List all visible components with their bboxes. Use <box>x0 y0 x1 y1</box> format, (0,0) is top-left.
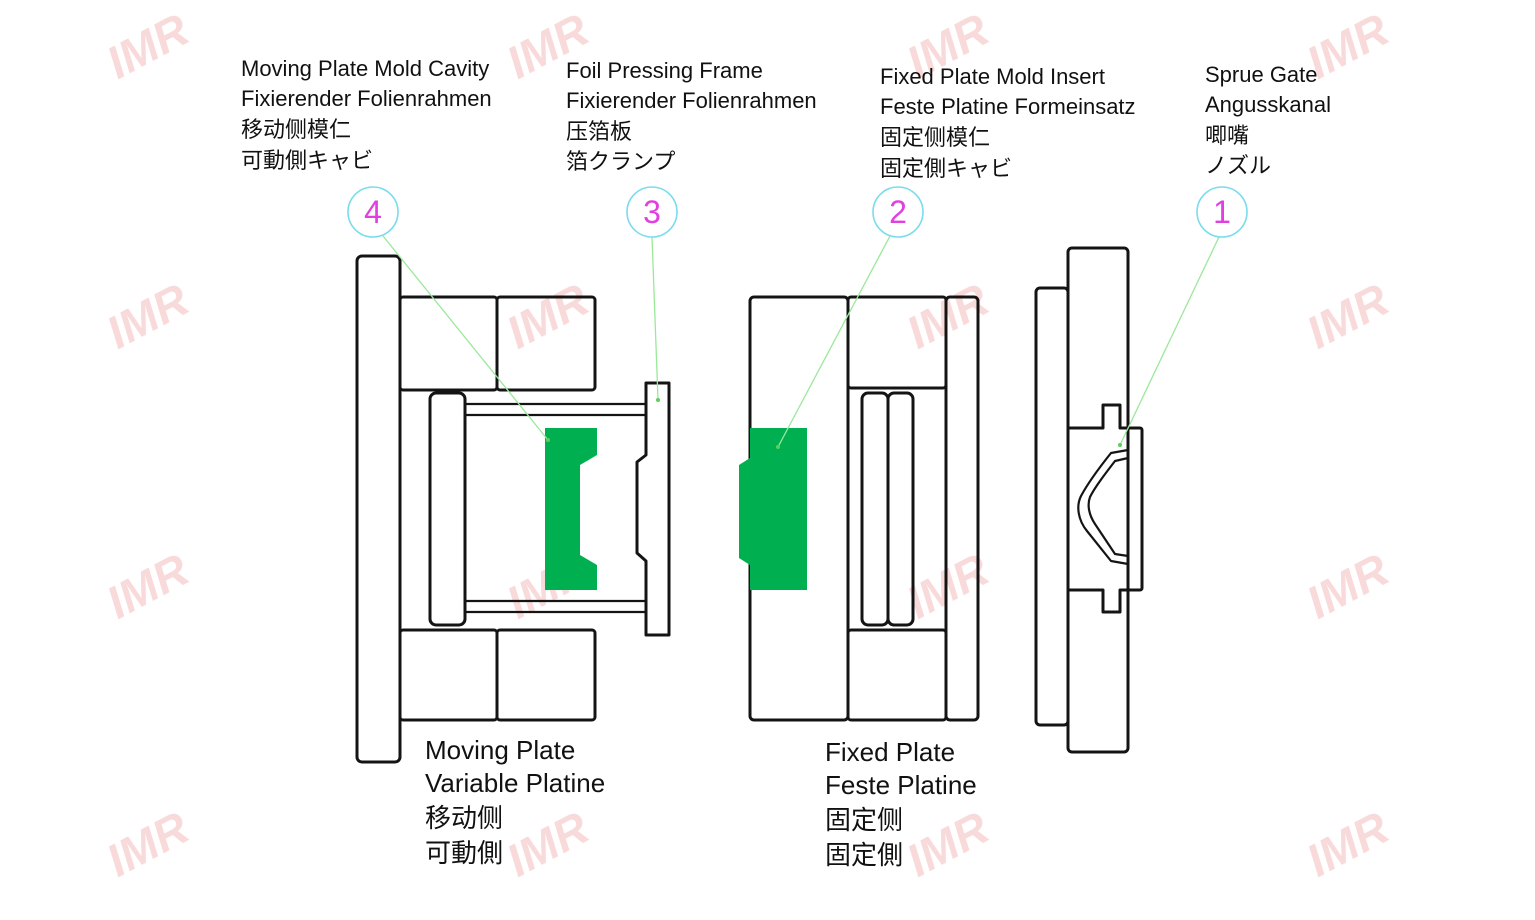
callout-number-2: 2 <box>889 194 907 230</box>
leader-dot-1 <box>1118 443 1122 447</box>
sprue-bushing-step <box>1068 403 1128 614</box>
callout-3: 3 <box>626 186 678 238</box>
watermark-logo: IMR <box>498 801 597 887</box>
callout-circle-1 <box>1196 186 1248 238</box>
label-line-de: Fixierender Folienrahmen <box>566 88 817 113</box>
label-line-ja: 可動側キャビ <box>241 148 373 173</box>
label-line-de: Feste Platine <box>825 770 977 800</box>
guide-rail-upper <box>463 402 648 417</box>
label-line-ja: 可動側 <box>425 838 503 868</box>
fixed-lower-block <box>846 628 948 722</box>
label-line-zh: 移动侧模仁 <box>241 117 351 142</box>
callout-4: 4 <box>347 186 399 238</box>
callout-circle-3 <box>626 186 678 238</box>
sprue-bushing-flange <box>1126 426 1144 592</box>
fixed-plate-assembly <box>739 295 980 722</box>
moving-mold-cavity <box>545 428 597 590</box>
watermark-logo: IMR <box>1298 543 1397 629</box>
sprue-cone-outer <box>1077 448 1129 566</box>
ejector-plate <box>428 391 467 627</box>
label-line-zh: 压箔板 <box>566 119 632 144</box>
watermark-logo: IMR <box>898 801 997 887</box>
moving-clamp-plate <box>355 254 402 764</box>
label-fixed-plate-mold-insert: Fixed Plate Mold Insert Feste Platine Fo… <box>880 64 1136 181</box>
sprue-back-plate <box>1034 286 1070 727</box>
leader-dot-4 <box>546 438 550 442</box>
fixed-support-plate-right <box>886 391 915 627</box>
callout-number-1: 1 <box>1213 194 1231 230</box>
sprue-main-block <box>1066 246 1130 754</box>
label-line-ja: 箔クランプ <box>566 149 675 174</box>
label-sprue-gate: Sprue Gate Angusskanal 唧嘴 ノズル <box>1205 62 1331 178</box>
leader-line-2 <box>777 235 891 448</box>
label-line-de: Feste Platine Formeinsatz <box>880 94 1136 119</box>
label-moving-plate-mold-cavity: Moving Plate Mold Cavity Fixierender Fol… <box>241 56 492 173</box>
watermark-logo: IMR <box>98 273 197 359</box>
callout-number-4: 4 <box>364 194 382 230</box>
watermark-logo: IMR <box>1298 273 1397 359</box>
moving-upper-block-right <box>495 295 597 392</box>
label-line-ja: 固定側 <box>825 840 903 870</box>
leader-lines <box>382 235 1220 449</box>
label-line-zh: 固定侧模仁 <box>880 125 990 150</box>
callout-1: 1 <box>1196 186 1248 238</box>
label-line-ja: 固定側キャビ <box>880 156 1012 181</box>
moving-upper-block-left <box>398 295 499 392</box>
label-line-de: Fixierender Folienrahmen <box>241 86 492 111</box>
watermark-logo: IMR <box>1298 801 1397 887</box>
watermark-logo: IMR <box>98 543 197 629</box>
moving-plate-assembly <box>355 254 671 764</box>
sprue-assembly <box>1034 246 1144 754</box>
label-line-ja: ノズル <box>1205 153 1271 178</box>
fixed-mold-insert <box>739 428 807 590</box>
label-fixed-plate: Fixed Plate Feste Platine 固定侧 固定側 <box>825 737 977 870</box>
label-line-en: Foil Pressing Frame <box>566 58 763 83</box>
label-line-en: Sprue Gate <box>1205 62 1318 87</box>
leader-line-3 <box>651 236 659 401</box>
leader-line-1 <box>1119 236 1220 446</box>
leader-dot-3 <box>656 398 660 402</box>
callout-number-3: 3 <box>643 194 661 230</box>
label-line-en: Fixed Plate <box>825 737 955 767</box>
leader-line-4 <box>382 235 549 441</box>
label-line-en: Moving Plate Mold Cavity <box>241 56 489 81</box>
watermark-logo: IMR <box>98 801 197 887</box>
label-line-zh: 唧嘴 <box>1205 123 1249 148</box>
label-moving-plate: Moving Plate Variable Platine 移动侧 可動側 <box>425 735 605 868</box>
fixed-clamp-plate <box>944 295 980 722</box>
callout-2: 2 <box>872 186 924 238</box>
label-line-zh: 固定侧 <box>825 805 903 835</box>
label-line-de: Variable Platine <box>425 768 605 798</box>
callout-circle-2 <box>872 186 924 238</box>
moving-lower-block-left <box>398 628 499 722</box>
moving-lower-block-right <box>495 628 597 722</box>
foil-pressing-frame <box>635 381 671 637</box>
label-line-de: Angusskanal <box>1205 92 1331 117</box>
label-line-zh: 移动侧 <box>425 803 503 833</box>
label-line-en: Fixed Plate Mold Insert <box>880 64 1105 89</box>
fixed-support-plate-left <box>860 391 890 627</box>
leader-dot-2 <box>776 445 780 449</box>
label-line-en: Moving Plate <box>425 735 575 765</box>
watermark-logo: IMR <box>498 273 597 359</box>
watermark-logo: IMR <box>98 3 197 89</box>
sprue-cone-inner <box>1087 456 1129 558</box>
label-foil-pressing-frame: Foil Pressing Frame Fixierender Folienra… <box>566 58 817 174</box>
callout-circle-4 <box>347 186 399 238</box>
